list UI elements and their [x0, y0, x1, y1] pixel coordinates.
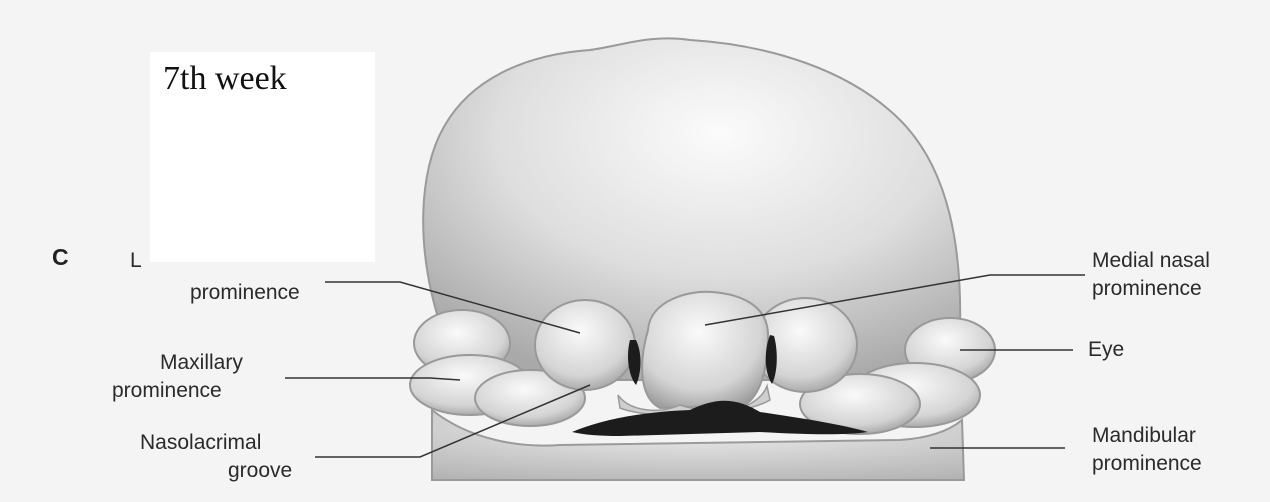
- label-mandibular-line2: prominence: [1092, 451, 1202, 477]
- label-eye: Eye: [1088, 337, 1124, 363]
- label-maxillary-line1: Maxillary: [160, 350, 243, 376]
- medial-nasal-prominence: [642, 292, 768, 408]
- label-medial-nasal-line1: Medial nasal: [1092, 248, 1210, 274]
- label-lateral-nasal-line1: L: [130, 248, 170, 274]
- label-mandibular-line1: Mandibular: [1092, 423, 1196, 449]
- label-lateral-nasal-line2: prominence: [190, 280, 300, 306]
- left-lateral-nasal-prominence: [535, 300, 635, 390]
- label-nasolacrimal-line1: Nasolacrimal: [140, 430, 261, 456]
- label-nasolacrimal-line2: groove: [228, 458, 292, 484]
- label-medial-nasal-line2: prominence: [1092, 276, 1202, 302]
- panel-letter: C: [52, 244, 69, 271]
- figure-title: 7th week: [163, 60, 287, 98]
- label-maxillary-line2: prominence: [112, 378, 222, 404]
